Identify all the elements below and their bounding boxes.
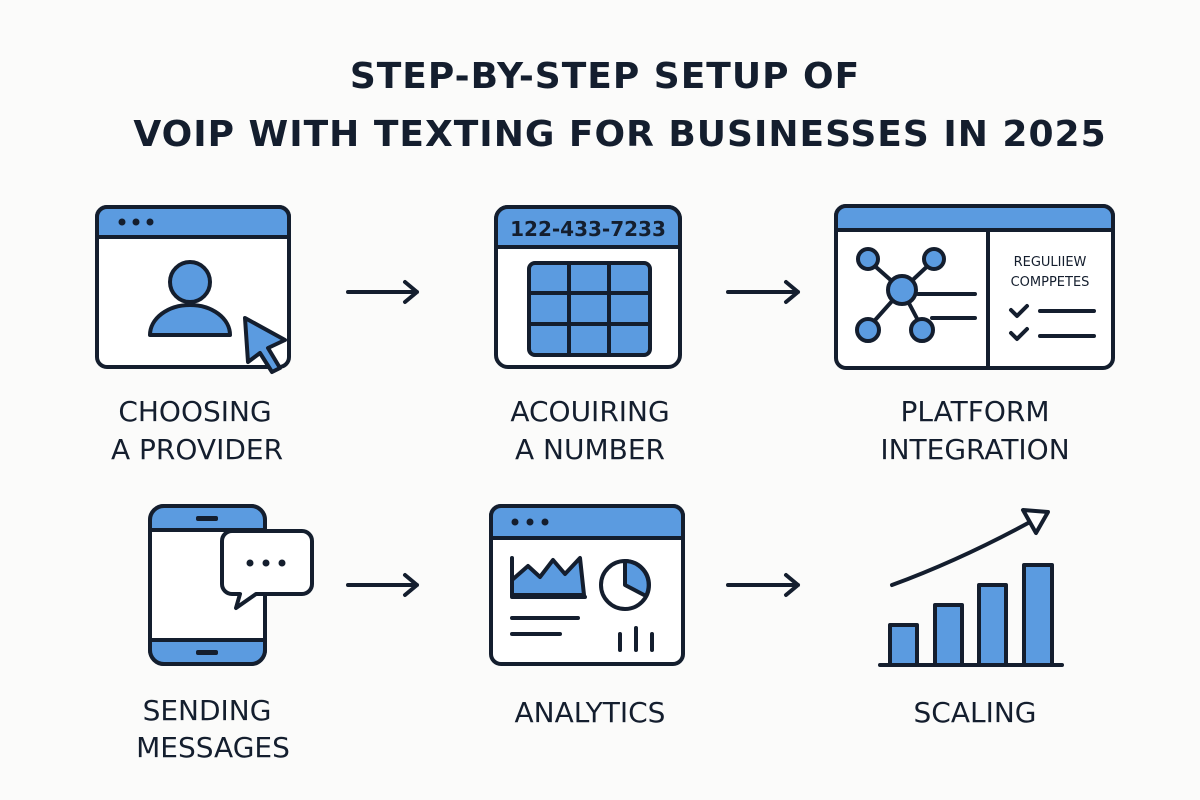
browser-user-cursor-icon [95,205,291,374]
arrow-right-icon [346,280,419,304]
arrow-right-icon [346,573,419,597]
step3-label-line1: PLATFORM [901,395,1050,428]
step2-label-line1: ACOUIRING [510,395,669,428]
arrow-right-icon [726,280,800,304]
growth-bar-chart-icon [878,508,1064,667]
step3-label-line2: INTEGRATION [880,433,1069,466]
step1-label-line2: A PROVIDER [111,433,283,466]
integration-network-icon [834,204,1115,370]
step6-label: SCALING [914,696,1037,729]
step1-label-line1: CHOOSING [118,395,271,428]
analytics-dashboard-icon [489,504,685,666]
step5-label: ANALYTICS [515,696,666,729]
phone-number: 122-433-7233 [510,217,666,241]
title-line-2: VOIP WITH TEXTING FOR BUSINESSES IN 2025 [133,114,1106,155]
phone-chat-icon [148,504,314,666]
step2-label-line2: A NUMBER [515,433,665,466]
arrow-right-icon [726,573,800,597]
step4-label-line1: SENDING [143,694,272,727]
phone-number-keypad-icon [494,205,682,369]
panel-text-line1: REGULIIEW [1014,255,1087,270]
panel-text-line2: COMPPETES [1011,275,1090,290]
step4-label-line2: MESSAGES [136,731,290,764]
title-line-1: STEP-BY-STEP SETUP OF [350,56,860,97]
